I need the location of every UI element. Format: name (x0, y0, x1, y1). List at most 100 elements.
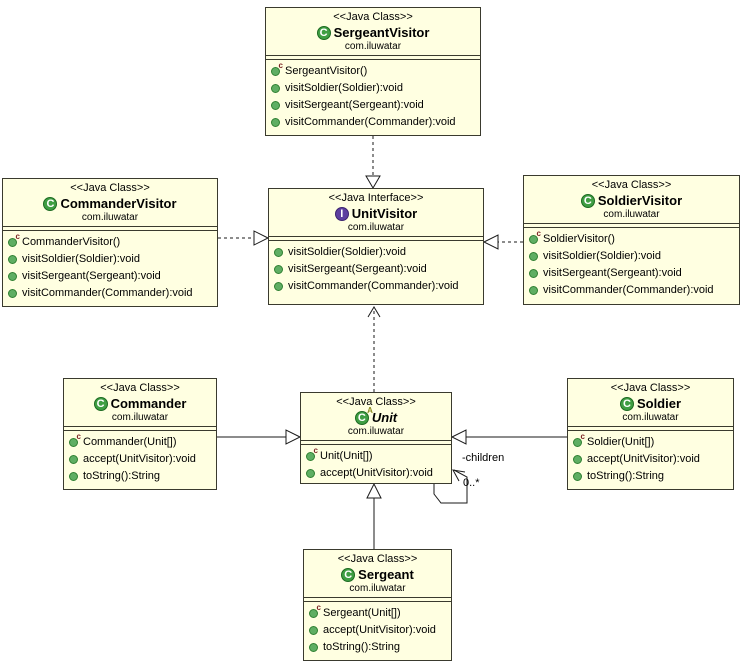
method-label: accept(UnitVisitor):void (587, 453, 700, 465)
method-row: visitSoldier(Soldier):void (271, 80, 476, 97)
method-label: Unit(Unit[]) (320, 450, 373, 462)
method-row: visitSergeant(Sergeant):void (274, 261, 479, 278)
method-row: accept(UnitVisitor):void (573, 451, 729, 468)
class-box-commander[interactable]: <<Java Class>> C Commander com.iluwatar … (63, 378, 217, 490)
association-edge-unit-children (433, 469, 468, 504)
public-method-icon (69, 472, 78, 481)
class-box-soldiervisitor[interactable]: <<Java Class>> C SoldierVisitor com.iluw… (523, 175, 740, 305)
method-label: accept(UnitVisitor):void (83, 453, 196, 465)
class-name: UnitVisitor (351, 206, 418, 221)
stereotype-label: <<Java Class>> (336, 396, 416, 408)
public-method-icon (274, 248, 283, 257)
method-row: visitCommander(Commander):void (274, 278, 479, 295)
class-name: Soldier (636, 396, 682, 411)
method-label: visitSergeant(Sergeant):void (288, 263, 427, 275)
class-icon: C (619, 396, 634, 411)
association-role-label: -children (462, 452, 505, 464)
method-row: toString():String (69, 468, 212, 485)
realization-edge-sergeantvisitor-unitvisitor (365, 136, 381, 189)
method-row: visitSergeant(Sergeant):void (529, 265, 735, 282)
class-icon: C (580, 193, 595, 208)
class-box-soldier[interactable]: <<Java Class>> C Soldier com.iluwatar c … (567, 378, 734, 490)
interface-box-unitvisitor[interactable]: <<Java Interface>> I UnitVisitor com.ilu… (268, 188, 484, 305)
method-row: c CommanderVisitor() (8, 233, 213, 251)
constructor-icon: c (69, 433, 81, 447)
method-label: visitCommander(Commander):void (285, 116, 456, 128)
method-label: visitSergeant(Sergeant):void (543, 267, 682, 279)
class-box-sergeantvisitor[interactable]: <<Java Class>> C SergeantVisitor com.ilu… (265, 7, 481, 136)
generalization-edge-soldier-unit (450, 429, 567, 445)
method-row: c SergeantVisitor() (271, 62, 476, 80)
method-label: Sergeant(Unit[]) (323, 607, 401, 619)
methods-compartment: visitSoldier(Soldier):void visitSergeant… (269, 241, 483, 304)
method-label: visitSoldier(Soldier):void (288, 246, 406, 258)
fields-compartment (568, 427, 733, 431)
constructor-icon: c (309, 604, 321, 618)
class-icon: C (93, 396, 108, 411)
public-method-icon (529, 269, 538, 278)
method-label: visitSergeant(Sergeant):void (285, 99, 424, 111)
methods-compartment: c Soldier(Unit[]) accept(UnitVisitor):vo… (568, 431, 733, 489)
generalization-edge-commander-unit (217, 429, 302, 445)
public-method-icon (529, 286, 538, 295)
stereotype-label: <<Java Interface>> (328, 192, 424, 204)
method-row: c SoldierVisitor() (529, 230, 735, 248)
public-method-icon (309, 626, 318, 635)
fields-compartment (524, 224, 739, 228)
class-header: <<Java Class>> C Soldier com.iluwatar (568, 379, 733, 427)
class-header: <<Java Class>> C CommanderVisitor com.il… (3, 179, 217, 227)
package-label: com.iluwatar (622, 412, 679, 423)
methods-compartment: c SoldierVisitor() visitSoldier(Soldier)… (524, 228, 739, 304)
class-icon: C (43, 196, 58, 211)
method-row: visitCommander(Commander):void (271, 114, 476, 131)
class-name: Unit (371, 410, 398, 425)
method-label: visitCommander(Commander):void (22, 287, 193, 299)
realization-edge-commandervisitor-unitvisitor (218, 230, 270, 246)
method-row: visitSoldier(Soldier):void (529, 248, 735, 265)
class-icon: C (316, 25, 331, 40)
method-row: visitSoldier(Soldier):void (8, 251, 213, 268)
method-label: visitCommander(Commander):void (543, 284, 714, 296)
constructor-icon: c (8, 233, 20, 247)
constructor-icon: c (573, 433, 585, 447)
method-row: visitSergeant(Sergeant):void (8, 268, 213, 285)
class-name: Sergeant (358, 567, 414, 582)
method-label: SergeantVisitor() (285, 65, 368, 77)
public-method-icon (309, 643, 318, 652)
association-multiplicity-label: 0..* (463, 477, 480, 489)
fields-compartment (269, 237, 483, 241)
class-header: <<Java Class>> C SergeantVisitor com.ilu… (266, 8, 480, 56)
method-label: accept(UnitVisitor):void (323, 624, 436, 636)
class-name: SergeantVisitor (333, 25, 430, 40)
class-box-commandervisitor[interactable]: <<Java Class>> C CommanderVisitor com.il… (2, 178, 218, 307)
public-method-icon (274, 265, 283, 274)
realization-edge-soldiervisitor-unitvisitor (482, 234, 523, 250)
class-header: <<Java Class>> C Commander com.iluwatar (64, 379, 216, 427)
public-method-icon (573, 455, 582, 464)
method-label: toString():String (587, 470, 665, 482)
fields-compartment (304, 598, 451, 602)
stereotype-label: <<Java Class>> (100, 382, 180, 394)
class-name: CommanderVisitor (60, 196, 177, 211)
method-label: visitSoldier(Soldier):void (285, 82, 403, 94)
constructor-icon: c (529, 230, 541, 244)
constructor-icon: c (306, 447, 318, 461)
public-method-icon (274, 282, 283, 291)
package-label: com.iluwatar (111, 412, 169, 423)
fields-compartment (64, 427, 216, 431)
methods-compartment: c Unit(Unit[]) accept(UnitVisitor):void (301, 445, 451, 484)
method-row: visitSergeant(Sergeant):void (271, 97, 476, 114)
method-row: accept(UnitVisitor):void (309, 622, 447, 639)
method-label: Commander(Unit[]) (83, 436, 177, 448)
class-box-sergeant[interactable]: <<Java Class>> C Sergeant com.iluwatar c… (303, 549, 452, 661)
method-label: visitSoldier(Soldier):void (543, 250, 661, 262)
method-row: visitCommander(Commander):void (529, 282, 735, 299)
method-row: accept(UnitVisitor):void (306, 465, 447, 482)
constructor-icon: c (271, 62, 283, 76)
methods-compartment: c Sergeant(Unit[]) accept(UnitVisitor):v… (304, 602, 451, 660)
generalization-edge-sergeant-unit (366, 482, 382, 549)
